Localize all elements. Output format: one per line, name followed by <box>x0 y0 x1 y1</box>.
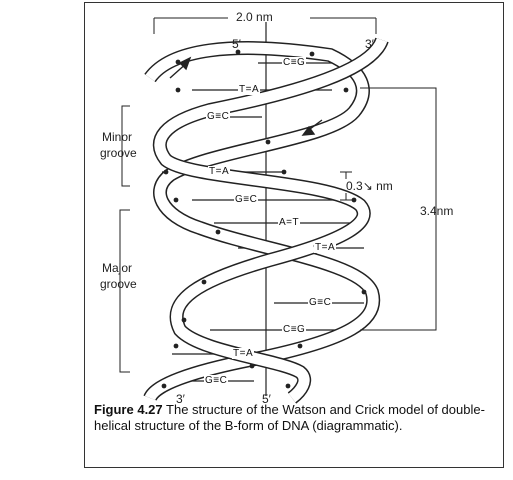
base-pair-label: T=A <box>238 84 261 95</box>
base-pair-label: T=A <box>208 166 231 177</box>
strand-direction-arrows <box>169 56 323 136</box>
minor-groove-label-line2: groove <box>100 146 137 160</box>
rise-unit: nm <box>376 179 393 193</box>
rise-marker <box>340 171 352 201</box>
width-label: 2.0 nm <box>236 10 273 24</box>
base-pair-label: T=A <box>314 242 337 253</box>
phosphate-dots <box>161 49 367 389</box>
width-dimension <box>153 17 377 34</box>
base-pair-label: C≡G <box>282 324 307 335</box>
prime-label-bottom-left: 3′ <box>176 392 185 406</box>
prime-label-top-left: 5′ <box>232 37 241 51</box>
base-pair-label: G≡C <box>234 194 259 205</box>
figure-caption: Figure 4.27 The structure of the Watson … <box>94 402 494 434</box>
base-pair-label: G≡C <box>308 297 333 308</box>
groove-brackets <box>119 105 130 373</box>
caption-text: The structure of the Watson and Crick mo… <box>94 402 485 433</box>
base-pair-label: A=T <box>278 217 301 228</box>
base-pair-label: T=A <box>232 348 255 359</box>
rise-label: 0.3↘ nm <box>346 179 393 193</box>
prime-label-bottom-right: 5′ <box>262 392 271 406</box>
pitch-bracket <box>360 87 437 331</box>
pitch-label: 3.4nm <box>420 204 454 218</box>
base-pair-label: C≡G <box>282 57 307 68</box>
rise-value: 0.3 <box>346 179 363 193</box>
base-pair-label: G≡C <box>206 111 231 122</box>
base-pair-label: G≡C <box>204 375 229 386</box>
major-groove-label-line2: groove <box>100 277 137 291</box>
figure-number: Figure 4.27 <box>94 402 163 417</box>
minor-groove-label-line1: Minor <box>102 130 133 144</box>
strand-5-3-fill <box>144 42 379 401</box>
major-groove-label-line1: Major <box>102 261 133 275</box>
prime-label-top-right: 3′ <box>365 37 374 51</box>
